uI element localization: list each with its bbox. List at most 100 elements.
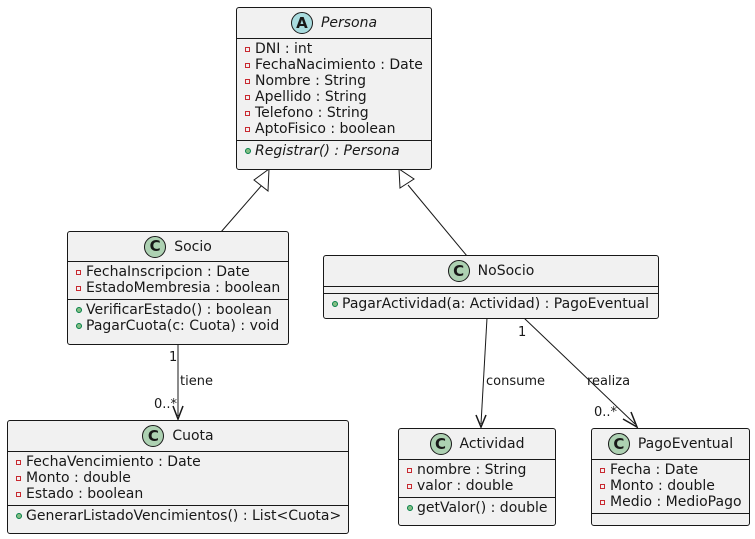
attribute-text: DNI : int <box>255 41 313 57</box>
private-marker-icon <box>600 483 605 489</box>
attribute-text: nombre : String <box>417 462 527 478</box>
attribute-row: Monto : double <box>14 470 348 486</box>
inheritance-arrowhead-nosocio <box>398 168 415 189</box>
inheritance-line-nosocio <box>407 184 468 257</box>
class-name: Persona <box>320 15 378 31</box>
multiplicity-nosocio-source: 1 <box>518 325 527 340</box>
attribute-text: FechaInscripcion : Date <box>86 264 250 280</box>
attribute-text: AptoFisico : boolean <box>255 121 396 137</box>
public-marker-icon <box>331 301 338 307</box>
relation-label-consume: consume <box>486 374 546 389</box>
attribute-row: EstadoMembresia : boolean <box>74 280 288 296</box>
inheritance-arrowhead-socio <box>253 167 270 192</box>
private-marker-icon <box>76 285 81 291</box>
public-marker-icon <box>15 513 22 519</box>
class-cuota: C Cuota FechaVencimiento : Date Monto : … <box>7 420 349 534</box>
private-marker-icon <box>16 475 21 481</box>
attributes-section <box>324 287 658 294</box>
attribute-text: FechaVencimiento : Date <box>26 454 201 470</box>
attribute-text: EstadoMembresia : boolean <box>86 280 281 296</box>
attribute-row: Telefono : String <box>243 105 431 121</box>
method-row: getValor() : double <box>405 500 555 516</box>
attributes-section: DNI : int FechaNacimiento : Date Nombre … <box>237 39 431 141</box>
multiplicity-pago-target: 0..* <box>594 405 618 420</box>
method-text: Registrar() : Persona <box>255 143 400 159</box>
attribute-row: Monto : double <box>598 478 749 494</box>
attribute-row: Medio : MedioPago <box>598 494 749 510</box>
class-header: C NoSocio <box>324 256 658 287</box>
arrowhead-pago <box>622 411 639 429</box>
private-marker-icon <box>407 483 412 489</box>
relation-label-realiza: realiza <box>587 374 631 389</box>
attribute-text: valor : double <box>417 478 514 494</box>
methods-section: Registrar() : Persona <box>237 141 431 162</box>
abstract-class-icon: A <box>290 12 313 34</box>
class-nosocio: C NoSocio PagarActividad(a: Actividad) :… <box>323 255 659 319</box>
private-marker-icon <box>76 269 81 275</box>
public-marker-icon <box>75 307 82 313</box>
class-pagoeventual: C PagoEventual Fecha : Date Monto : doub… <box>591 428 750 526</box>
private-marker-icon <box>600 467 605 473</box>
relation-label-tiene: tiene <box>180 374 213 389</box>
private-marker-icon <box>16 491 21 497</box>
attribute-row: DNI : int <box>243 41 431 57</box>
attribute-text: Apellido : String <box>255 89 367 105</box>
attribute-text: Medio : MedioPago <box>610 494 742 510</box>
method-text: getValor() : double <box>417 500 548 516</box>
private-marker-icon <box>245 62 250 68</box>
public-marker-icon <box>75 323 82 329</box>
attribute-text: FechaNacimiento : Date <box>255 57 423 73</box>
attribute-text: Monto : double <box>26 470 131 486</box>
private-marker-icon <box>407 467 412 473</box>
attributes-section: FechaVencimiento : Date Monto : double E… <box>8 452 348 506</box>
private-marker-icon <box>600 499 605 505</box>
attribute-row: FechaInscripcion : Date <box>74 264 288 280</box>
attribute-row: Nombre : String <box>243 73 431 89</box>
attributes-section: nombre : String valor : double <box>399 460 555 498</box>
class-header: C Socio <box>68 232 288 262</box>
class-icon: C <box>144 235 167 258</box>
attribute-text: Telefono : String <box>255 105 369 121</box>
class-icon: C <box>429 433 452 455</box>
attribute-text: Monto : double <box>610 478 715 494</box>
attribute-row: Fecha : Date <box>598 462 749 478</box>
class-header: C Cuota <box>8 421 348 452</box>
class-name: Socio <box>174 238 212 255</box>
attribute-row: AptoFisico : boolean <box>243 121 431 137</box>
multiplicity-cuota-target: 0..* <box>154 397 178 412</box>
arrowhead-cuota <box>172 405 184 422</box>
method-text: GenerarListadoVencimientos() : List<Cuot… <box>26 508 342 524</box>
class-name: Cuota <box>172 428 214 444</box>
class-name: NoSocio <box>477 263 535 279</box>
methods-section: VerificarEstado() : boolean PagarCuota(c… <box>68 300 288 337</box>
class-header: C Actividad <box>399 429 555 460</box>
public-marker-icon <box>244 148 251 154</box>
private-marker-icon <box>245 46 250 52</box>
attribute-row: FechaVencimiento : Date <box>14 454 348 470</box>
method-row: PagarActividad(a: Actividad) : PagoEvent… <box>330 296 658 312</box>
methods-section: PagarActividad(a: Actividad) : PagoEvent… <box>324 294 658 315</box>
attribute-row: nombre : String <box>405 462 555 478</box>
attribute-text: Estado : boolean <box>26 486 144 502</box>
class-header: C PagoEventual <box>592 429 749 460</box>
association-line-nosocio-pago <box>523 317 636 425</box>
private-marker-icon <box>245 110 250 116</box>
method-row: GenerarListadoVencimientos() : List<Cuot… <box>14 508 348 524</box>
attributes-section: FechaInscripcion : Date EstadoMembresia … <box>68 262 288 300</box>
attribute-row: valor : double <box>405 478 555 494</box>
method-row: Registrar() : Persona <box>243 143 431 159</box>
class-socio: C Socio FechaInscripcion : Date EstadoMe… <box>67 231 289 345</box>
class-icon: C <box>447 260 470 282</box>
private-marker-icon <box>245 78 250 84</box>
private-marker-icon <box>245 94 250 100</box>
attribute-text: Fecha : Date <box>610 462 699 478</box>
methods-section <box>592 514 749 521</box>
attribute-text: Nombre : String <box>255 73 367 89</box>
class-name: Actividad <box>459 436 525 452</box>
association-line-nosocio-actividad <box>480 317 488 425</box>
method-text: PagarCuota(c: Cuota) : void <box>86 318 280 334</box>
method-text: PagarActividad(a: Actividad) : PagoEvent… <box>342 296 650 312</box>
methods-section: getValor() : double <box>399 498 555 519</box>
multiplicity-socio-source: 1 <box>169 350 178 365</box>
